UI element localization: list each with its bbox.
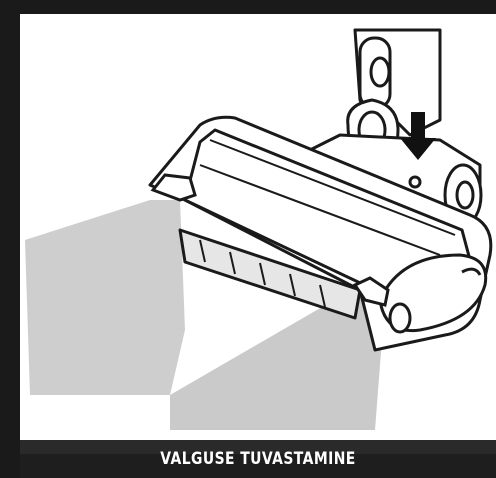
vacuum-floor-head-illustration <box>25 28 493 430</box>
frame-border-top <box>0 0 496 14</box>
down-arrow-icon <box>400 112 436 160</box>
light-sensor-right <box>352 276 390 307</box>
caption-bar-top <box>20 440 496 454</box>
caption-text: VALGUSE TUVASTAMINE <box>160 449 356 469</box>
light-beam-right <box>170 285 385 430</box>
light-sensor-left <box>150 173 197 202</box>
floor-head-body <box>148 115 493 352</box>
light-beam-left <box>25 200 185 395</box>
frame-border-left <box>0 0 20 478</box>
caption-bar: VALGUSE TUVASTAMINE <box>20 440 496 478</box>
